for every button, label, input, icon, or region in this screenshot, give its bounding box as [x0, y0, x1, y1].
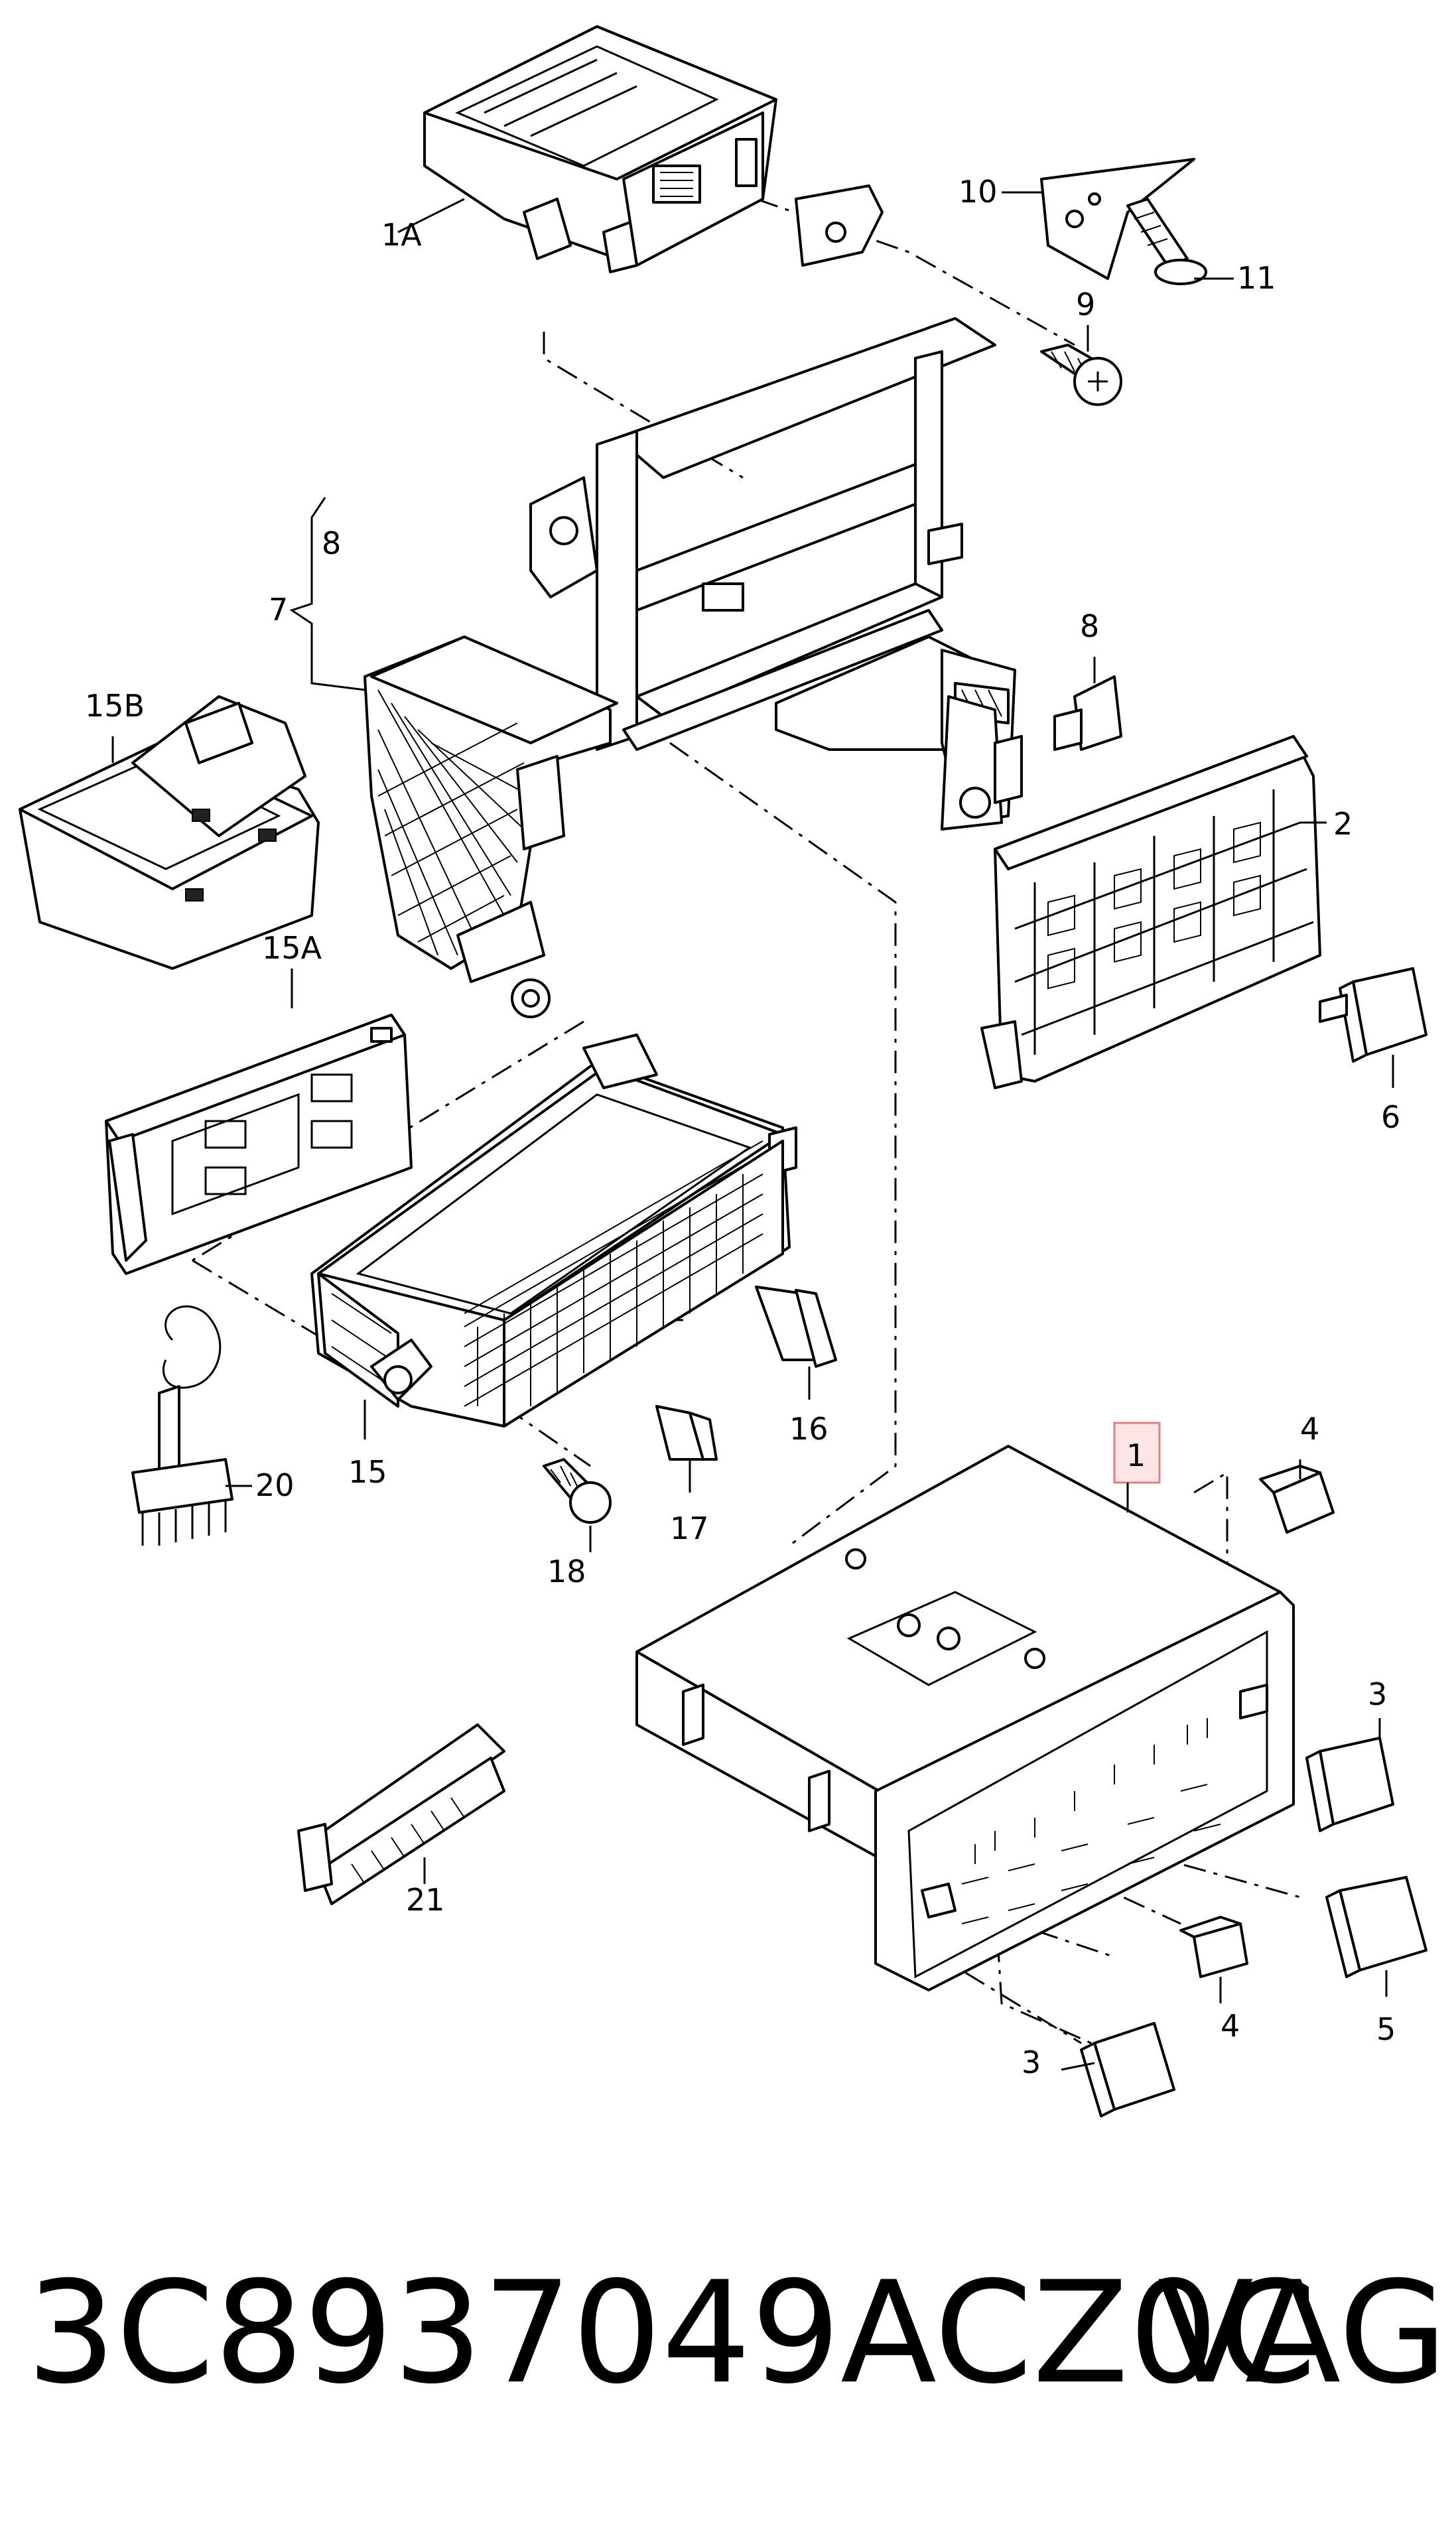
- callout-5: 5: [1376, 2011, 1396, 2047]
- callout-16: 16: [789, 1411, 828, 1447]
- callout-4-bottom: 4: [1221, 2008, 1240, 2044]
- item-1-highlight: [1113, 1422, 1161, 1484]
- callout-8-clip: 8: [1080, 608, 1099, 644]
- callout-labels: 1A 10 11 9 8 7 8 2 6 15B 15A 15 16 17 18…: [85, 174, 1400, 2080]
- control-module-1a: [423, 25, 777, 273]
- callout-15B: 15B: [85, 688, 145, 724]
- callout-1: 1: [1126, 1437, 1146, 1473]
- part-number: 3C8937049ACZ0C: [27, 2251, 1317, 2415]
- callout-9: 9: [1076, 287, 1095, 322]
- fuse-relay-box-1: [635, 1445, 1295, 1991]
- callout-18: 18: [547, 1554, 586, 1589]
- module-15b: [19, 695, 320, 970]
- bracket-10: [1040, 158, 1195, 280]
- callout-21: 21: [406, 1882, 445, 1918]
- fuse-16: [755, 1286, 837, 1368]
- callout-15: 15: [348, 1454, 387, 1490]
- callout-11: 11: [1237, 260, 1276, 296]
- callout-7: 7: [269, 592, 288, 628]
- callout-17: 17: [670, 1510, 709, 1546]
- carrier-frame: [529, 184, 1023, 831]
- relay-5: [1325, 1876, 1427, 1978]
- panel-15a: [105, 1014, 413, 1275]
- callout-15A: 15A: [262, 930, 322, 966]
- callout-4-top: 4: [1300, 1411, 1319, 1447]
- relay-4-bottom: [1179, 1916, 1248, 1978]
- screw-18: [543, 1458, 612, 1524]
- relay-3-right: [1305, 1737, 1394, 1832]
- relay-3-bottom: [1080, 2022, 1175, 2117]
- callout-6: 6: [1381, 1099, 1400, 1135]
- callout-3-bottom: 3: [1022, 2044, 1041, 2080]
- fuse-17: [655, 1405, 718, 1461]
- relay-plate-2: [980, 735, 1321, 1089]
- relay-4-top: [1259, 1465, 1335, 1534]
- screw-9: [1040, 344, 1122, 406]
- relay-6: [1319, 967, 1427, 1063]
- callout-1A: 1A: [381, 217, 422, 253]
- screw-11: [1126, 198, 1207, 285]
- housing-7: [364, 635, 618, 1018]
- brand-label: VAG: [1158, 2251, 1447, 2415]
- callout-20: 20: [255, 1467, 295, 1503]
- callout-3-right: 3: [1368, 1676, 1387, 1712]
- callout-10: 10: [959, 174, 998, 210]
- fuse-box-15: [310, 1034, 797, 1428]
- callout-8-top: 8: [322, 525, 341, 561]
- clip-tool-21: [297, 1723, 505, 1905]
- callout-2: 2: [1333, 806, 1353, 842]
- tool-20: [131, 1305, 233, 1546]
- clip-8: [1053, 675, 1122, 751]
- leader-lines: [111, 191, 1394, 2071]
